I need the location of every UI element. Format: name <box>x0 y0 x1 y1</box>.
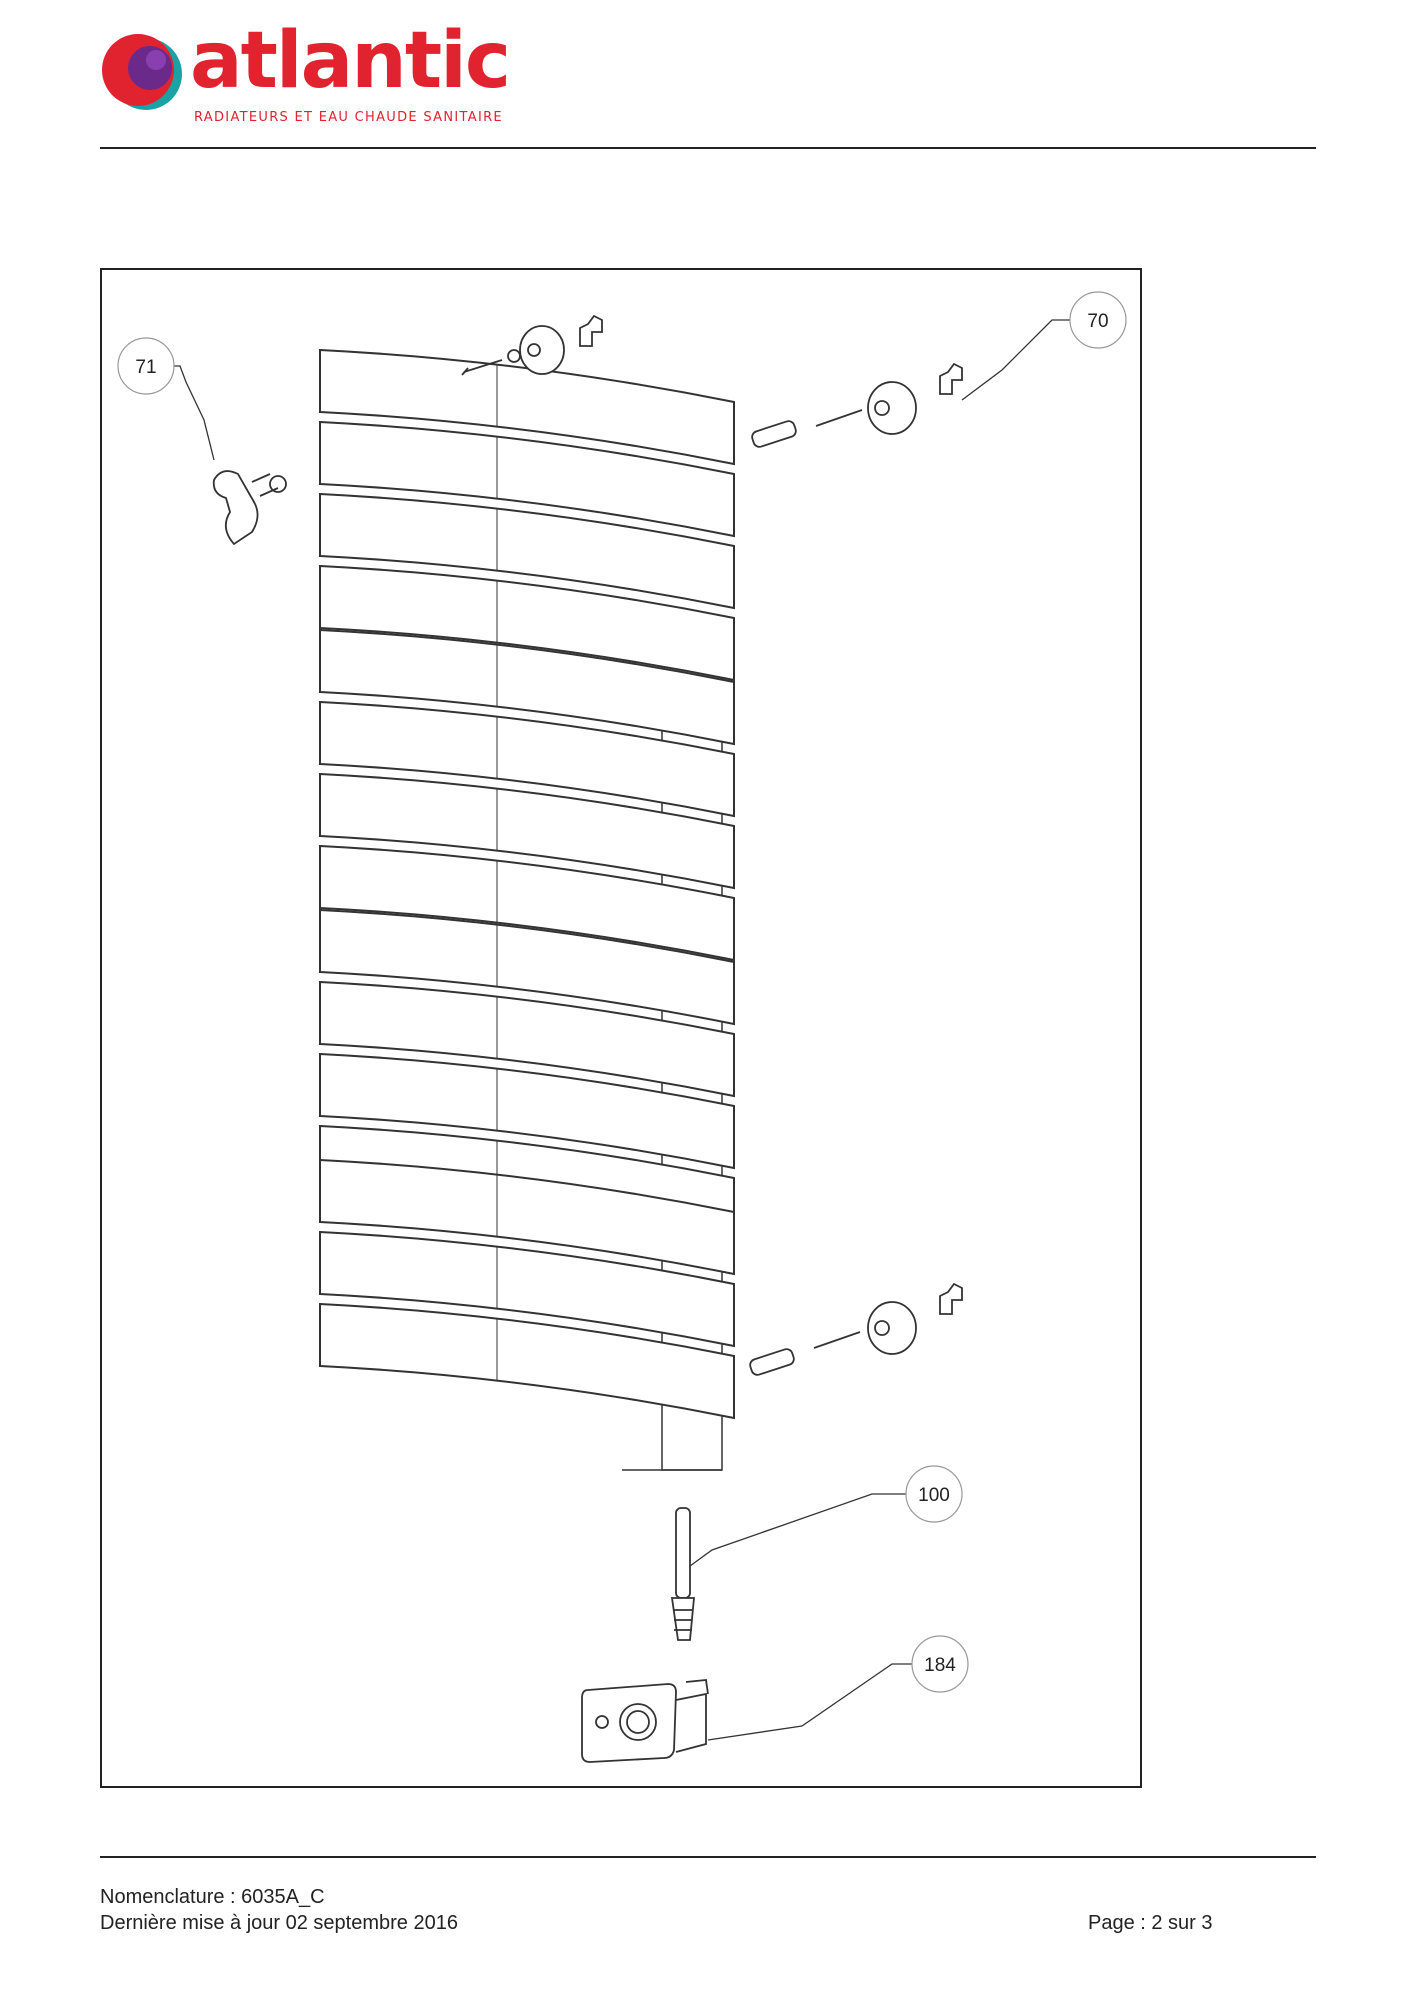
brand-tagline: RADIATEURS ET EAU CHAUDE SANITAIRE <box>194 110 503 125</box>
radiator-blade <box>319 628 735 746</box>
radiator-blade <box>319 492 735 610</box>
radiator-blade <box>319 772 735 890</box>
callout-100-label: 100 <box>918 1485 950 1506</box>
callout-100-circle <box>905 1465 963 1523</box>
callout-184-label: 184 <box>924 1655 956 1676</box>
brand-name: atlantic <box>190 16 511 106</box>
radiator-blade <box>319 700 735 818</box>
footer-last-update: Dernière mise à jour 02 septembre 2016 <box>100 1912 458 1934</box>
callout-71-circle <box>117 337 175 395</box>
callout-184-circle <box>911 1635 969 1693</box>
radiator-blade <box>319 1052 735 1170</box>
radiator-blade <box>319 420 735 538</box>
exploded-view-diagram: 71 70 100 184 <box>117 291 1127 1763</box>
footer-rule <box>100 1856 1316 1858</box>
radiator-blade <box>319 1302 735 1420</box>
footer-nomenclature: Nomenclature : 6035A_C <box>100 1886 325 1908</box>
callout-71-label: 71 <box>135 357 156 378</box>
radiator-blade <box>319 980 735 1098</box>
footer-page-number: Page : 2 sur 3 <box>1088 1912 1213 1934</box>
radiator-blade <box>319 348 735 466</box>
callout-70-label: 70 <box>1087 311 1108 332</box>
radiator-blade <box>319 844 735 962</box>
brand-logo-mark <box>102 34 182 110</box>
diagram-frame: 71 70 100 184 <box>100 268 1142 1788</box>
radiator-blade <box>319 1158 735 1276</box>
header-rule <box>100 147 1316 149</box>
callout-70-circle <box>1069 291 1127 349</box>
radiator-blade <box>319 1230 735 1348</box>
radiator-blade <box>319 564 735 682</box>
radiator-blades <box>319 348 735 1420</box>
radiator-blade <box>319 908 735 1026</box>
brand-logo: atlantic RADIATEURS ET EAU CHAUDE SANITA… <box>98 22 518 130</box>
